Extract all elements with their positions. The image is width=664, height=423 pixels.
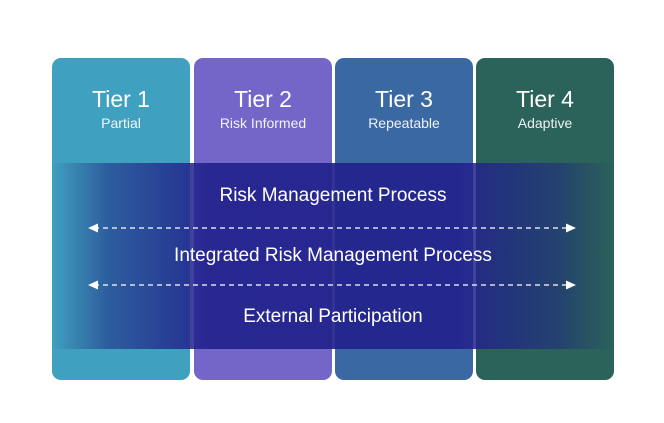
tier-3-title: Tier 3	[375, 86, 433, 112]
double-arrow-icon	[88, 223, 576, 233]
integrated-risk-management-process-label: Integrated Risk Management Process	[174, 245, 492, 266]
tier-1-subtitle: Partial	[101, 115, 141, 131]
tier-4-title: Tier 4	[516, 86, 574, 112]
process-band	[52, 163, 614, 349]
external-participation-label: External Participation	[243, 306, 423, 327]
double-arrow-icon	[88, 280, 576, 290]
tier-2-subtitle: Risk Informed	[219, 115, 307, 131]
tier-2-title: Tier 2	[234, 86, 292, 112]
risk-management-process-label: Risk Management Process	[219, 185, 447, 206]
tier-3-subtitle: Repeatable	[368, 115, 440, 131]
tier-4-subtitle: Adaptive	[517, 115, 573, 131]
tier-1-title: Tier 1	[92, 86, 150, 112]
